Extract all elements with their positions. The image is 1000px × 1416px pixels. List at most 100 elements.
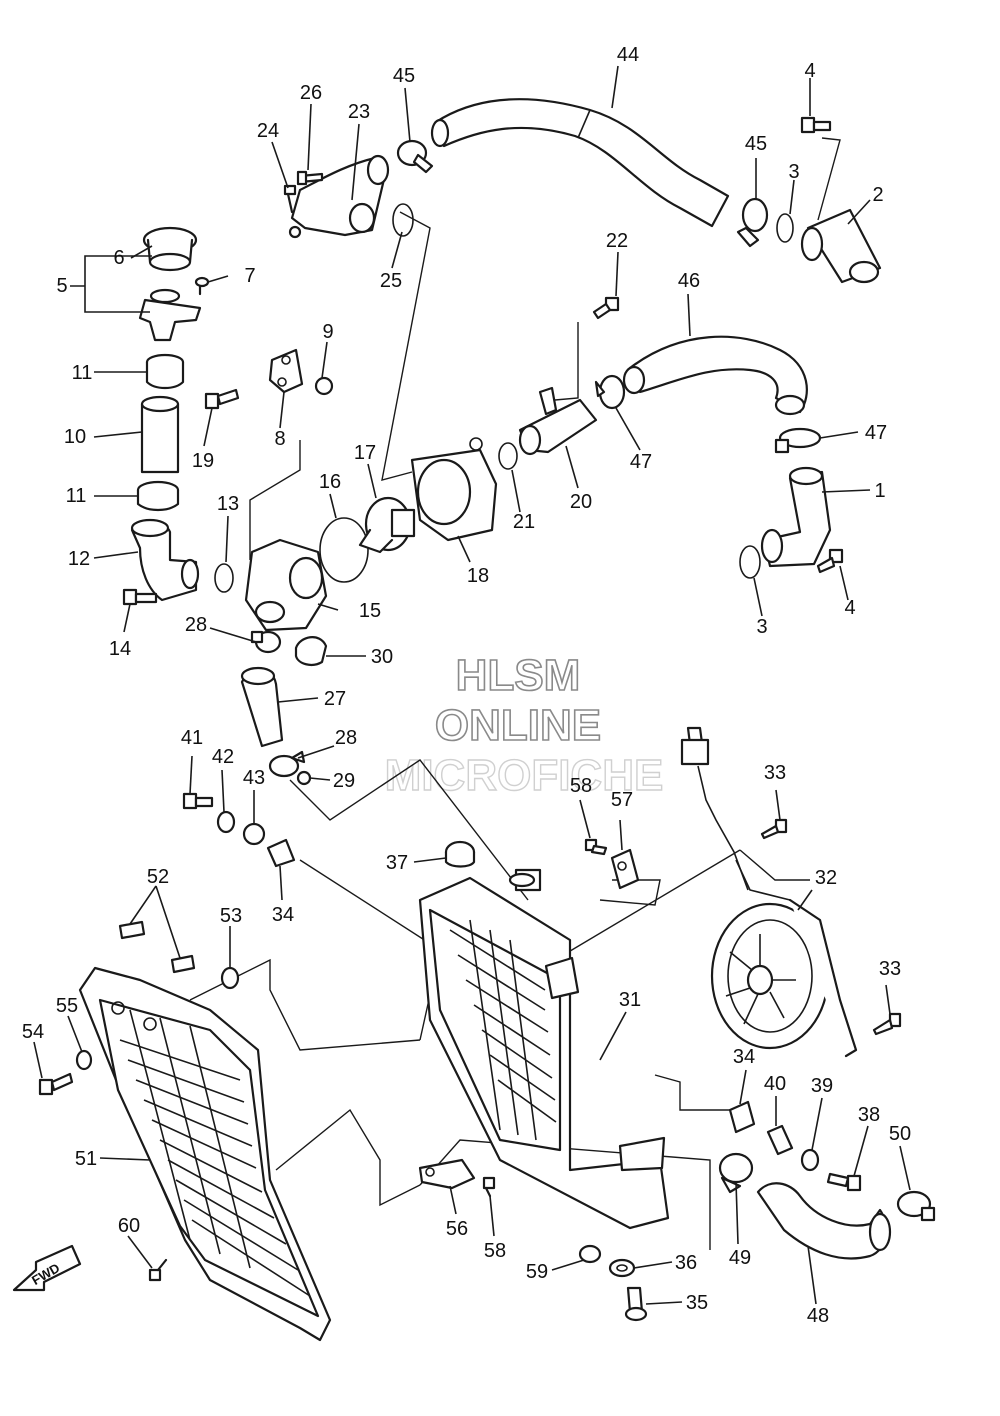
part-59-grommet [578, 1244, 602, 1264]
part-33-bolt-lower [872, 1012, 902, 1036]
callout-60: 60 [118, 1215, 140, 1237]
part-1-water-pipe-joint [760, 466, 832, 568]
callout-28-lower: 28 [335, 727, 357, 749]
callout-3-upper: 3 [788, 161, 799, 183]
part-10-hose [140, 395, 180, 474]
part-58-bolt-upper [584, 838, 608, 856]
part-53-grommet [220, 966, 240, 990]
callout-34-upper: 34 [272, 904, 294, 926]
part-16-o-ring [319, 517, 369, 583]
part-27-bypass-hose [240, 666, 284, 748]
callout-40: 40 [764, 1073, 786, 1095]
callout-6: 6 [113, 247, 124, 269]
part-43-grommet [242, 822, 266, 846]
callout-22: 22 [606, 230, 628, 252]
part-17-thermostat [358, 496, 416, 554]
part-44-upper-hose [430, 98, 730, 228]
part-24-bolt [283, 184, 297, 214]
callout-10: 10 [64, 426, 86, 448]
part-55-washer [75, 1049, 93, 1071]
part-14-bolt [122, 588, 158, 606]
part-11-hose-clamp-lower [136, 480, 180, 512]
callout-47-left: 47 [630, 451, 652, 473]
part-56-bracket [418, 1158, 476, 1190]
part-18-thermostat-cover [410, 437, 498, 542]
part-52-pads [118, 920, 196, 974]
part-8-bracket [268, 348, 304, 394]
part-28-hose-clamp-lower [268, 750, 306, 778]
part-5-filler-neck [138, 288, 202, 342]
callout-53: 53 [220, 905, 242, 927]
callout-32: 32 [815, 867, 837, 889]
callout-8: 8 [274, 428, 285, 450]
part-37-cap-grommet [444, 840, 476, 868]
callout-30: 30 [371, 646, 393, 668]
part-34-clamp-lower [728, 1100, 756, 1134]
callout-41: 41 [181, 727, 203, 749]
callout-57: 57 [611, 789, 633, 811]
callout-33-upper: 33 [764, 762, 786, 784]
callout-26: 26 [300, 82, 322, 104]
part-11-hose-clamp-upper [145, 353, 185, 390]
callout-7: 7 [244, 265, 255, 287]
part-33-bolt-upper [760, 818, 788, 840]
callout-25: 25 [380, 270, 402, 292]
part-50-hose-clamp [896, 1190, 936, 1222]
part-41-bolt [182, 792, 214, 810]
watermark: HLSM ONLINE MICROFICHE [384, 650, 664, 801]
part-15-thermostat-housing [244, 538, 328, 632]
part-4-bolt-lower [816, 548, 844, 574]
part-4-bolt-upper [800, 116, 832, 134]
callout-9: 9 [322, 321, 333, 343]
callout-45-right: 45 [745, 133, 767, 155]
callout-11-upper: 11 [72, 362, 93, 384]
callout-11-lower: 11 [66, 485, 87, 507]
callout-47-right: 47 [865, 422, 887, 444]
callout-43: 43 [243, 767, 265, 789]
callout-50: 50 [889, 1123, 911, 1145]
part-38-bolt [826, 1172, 862, 1192]
callout-46: 46 [678, 270, 700, 292]
part-57-bracket [610, 848, 640, 890]
part-12-elbow-pipe [130, 518, 200, 602]
callout-19: 19 [192, 450, 214, 472]
part-35-bolt [624, 1286, 648, 1322]
part-3-o-ring-lower [739, 545, 761, 579]
callout-58-upper: 58 [570, 775, 592, 797]
part-6-radiator-cap [142, 226, 198, 272]
callout-45-left: 45 [393, 65, 415, 87]
callout-28-upper: 28 [185, 614, 207, 636]
callout-17: 17 [354, 442, 376, 464]
callout-20: 20 [570, 491, 592, 513]
callout-58-lower: 58 [484, 1240, 506, 1262]
part-58-bolt-lower [482, 1176, 496, 1198]
part-29-fitting [296, 770, 312, 786]
callout-37: 37 [386, 852, 408, 874]
part-25-o-ring [392, 203, 414, 237]
fwd-direction-arrow: FWD [12, 1244, 82, 1292]
callout-33-lower: 33 [879, 958, 901, 980]
part-2-water-pipe [800, 208, 882, 284]
part-7-screw [194, 276, 210, 296]
watermark-line-1: HLSM [456, 651, 581, 700]
part-3-o-ring-upper [776, 213, 794, 243]
callout-39: 39 [811, 1075, 833, 1097]
callout-36: 36 [675, 1252, 697, 1274]
callout-51: 51 [75, 1148, 97, 1170]
callout-54: 54 [22, 1021, 44, 1043]
callout-56: 56 [446, 1218, 468, 1240]
part-23-thermostat-outlet-pipe [288, 154, 390, 239]
callout-49: 49 [729, 1247, 751, 1269]
fan-connector-wire [680, 726, 749, 891]
part-60-screw [148, 1258, 168, 1282]
part-45-hose-clamp-upper-right [736, 197, 769, 248]
callout-5: 5 [56, 275, 67, 297]
part-51-radiator-guard [78, 966, 332, 1342]
part-21-o-ring [498, 442, 518, 470]
assembly-guide-lines [189, 137, 841, 1250]
callout-23: 23 [348, 101, 370, 123]
callout-4-upper: 4 [804, 60, 815, 82]
part-40-collar [766, 1124, 794, 1156]
callout-42: 42 [212, 746, 234, 768]
callout-59: 59 [526, 1261, 548, 1283]
